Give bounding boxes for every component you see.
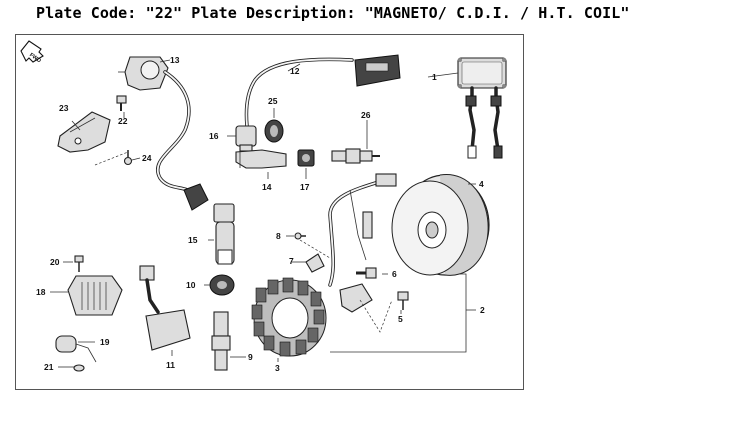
callout-6: 6 — [392, 269, 397, 279]
part-spark-plug-cap-14[interactable] — [235, 149, 287, 169]
part-spark-plug-26[interactable] — [331, 148, 380, 164]
part-spark-plug-9[interactable] — [211, 311, 231, 371]
diagram-frame — [15, 34, 524, 390]
callout-1: 1 — [432, 72, 437, 82]
part-cdi-11[interactable] — [139, 265, 191, 351]
part-ht-coil[interactable] — [244, 54, 401, 128]
part-grommet-10[interactable] — [209, 274, 235, 296]
part-grommet-25[interactable] — [264, 119, 284, 143]
part-capacitor-19[interactable] — [55, 335, 97, 363]
plate-description-label: Plate Description: — [191, 4, 356, 22]
part-nut-17[interactable] — [297, 149, 315, 167]
leader-lines — [50, 59, 476, 368]
plate-title: Plate Code: "22" Plate Description: "MAG… — [36, 4, 630, 22]
part-washer-21[interactable] — [73, 364, 85, 372]
part-bolt-6[interactable] — [356, 267, 377, 279]
callout-12: 12 — [290, 66, 300, 76]
callout-11: 11 — [166, 360, 175, 370]
part-screw-5[interactable] — [397, 291, 409, 310]
part-ignition-coil-lead[interactable] — [124, 56, 209, 211]
part-pickup-harness[interactable] — [328, 173, 397, 287]
callout-18: 18 — [36, 287, 46, 297]
callout-15: 15 — [188, 235, 198, 245]
callout-22: 22 — [118, 116, 128, 126]
part-clamp-7[interactable] — [305, 253, 325, 273]
fwd-arrow-icon: FWD — [20, 40, 44, 64]
part-screw-8[interactable] — [294, 232, 306, 240]
callout-14: 14 — [262, 182, 272, 192]
callout-13: 13 — [170, 55, 180, 65]
callout-25: 25 — [268, 96, 278, 106]
plate-description-value: "MAGNETO/ C.D.I. / H.T. COIL" — [364, 4, 630, 22]
callout-9: 9 — [248, 352, 253, 362]
part-screw-24[interactable] — [123, 150, 133, 166]
callout-5: 5 — [398, 314, 403, 324]
part-cdi-unit[interactable] — [457, 57, 507, 159]
part-screw-22[interactable] — [116, 95, 127, 111]
part-plug-cap-16[interactable] — [235, 125, 257, 152]
plate-code-value: "22" — [145, 4, 183, 22]
part-regulator-18[interactable] — [67, 275, 123, 316]
callout-26: 26 — [361, 110, 371, 120]
part-flywheel-4[interactable] — [391, 174, 490, 276]
callout-10: 10 — [186, 280, 196, 290]
callout-3: 3 — [275, 363, 280, 373]
callout-7: 7 — [289, 256, 294, 266]
callout-19: 19 — [100, 337, 110, 347]
callout-8: 8 — [276, 231, 281, 241]
part-spark-plug-cap-15[interactable] — [213, 203, 235, 265]
callout-17: 17 — [300, 182, 310, 192]
callout-2: 2 — [480, 305, 485, 315]
callout-23: 23 — [59, 103, 69, 113]
part-screw-20[interactable] — [74, 255, 84, 272]
callout-labels: 1 2 3 4 5 6 7 8 9 10 11 12 13 14 15 16 1… — [36, 55, 485, 373]
part-stator-3[interactable] — [251, 277, 327, 357]
callout-21: 21 — [44, 362, 54, 372]
callout-20: 20 — [50, 257, 60, 267]
callout-4: 4 — [479, 179, 484, 189]
callout-16: 16 — [209, 131, 219, 141]
plate-code-label: Plate Code: — [36, 4, 137, 22]
part-pickup-coil[interactable] — [339, 283, 373, 313]
part-bracket-23[interactable] — [57, 111, 111, 153]
callout-24: 24 — [142, 153, 152, 163]
